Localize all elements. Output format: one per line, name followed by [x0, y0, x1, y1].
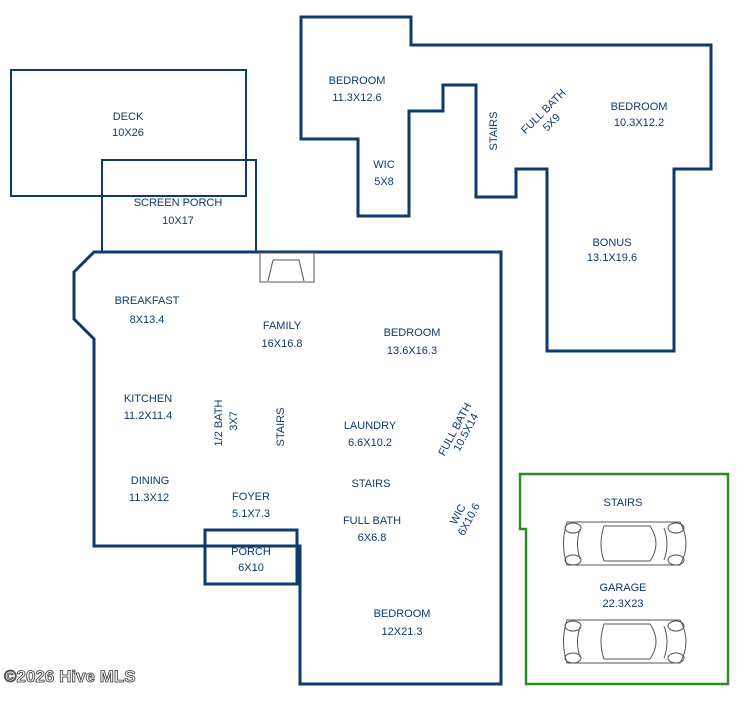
- half-bath-size: 3X7: [228, 411, 240, 431]
- laundry-name: LAUNDRY: [344, 420, 397, 432]
- porch-size: 6X10: [238, 562, 264, 574]
- deck-outline: [10, 69, 247, 197]
- deck-name: DECK: [113, 111, 144, 123]
- full-bath-center-size: 6X6.8: [358, 532, 387, 544]
- bedroom-upper-right-size: 10.3X12.2: [614, 117, 664, 129]
- fireplace: [259, 252, 315, 283]
- car-icon-bottom: [563, 619, 687, 664]
- bonus-size: 13.1X19.6: [587, 252, 637, 264]
- watermark: ©2026 Hive MLS: [4, 667, 136, 686]
- bedroom-main-name: BEDROOM: [384, 327, 441, 339]
- dining-name: DINING: [131, 475, 170, 487]
- bonus-name: BONUS: [592, 237, 631, 249]
- kitchen-size: 11.2X11.4: [124, 410, 173, 422]
- stairs-center-label: STAIRS: [352, 478, 391, 490]
- wic-upper-name: WIC: [373, 159, 394, 171]
- bedroom-upper-left-size: 11.3X12.6: [332, 92, 381, 104]
- screen-porch-name: SCREEN PORCH: [134, 197, 223, 209]
- porch-outline: [203, 528, 299, 586]
- garage-outline: [518, 472, 730, 686]
- bedroom-lower-name: BEDROOM: [374, 608, 431, 620]
- car-icon-top: [563, 521, 687, 566]
- bedroom-lower-size: 12X21.3: [382, 626, 423, 638]
- bedroom-upper-right-name: BEDROOM: [611, 101, 668, 113]
- foyer-name: FOYER: [232, 491, 270, 503]
- deck-size: 10X26: [112, 127, 144, 139]
- bedroom-main-size: 13.6X16.3: [387, 345, 437, 357]
- breakfast-size: 8X13.4: [130, 314, 165, 326]
- garage-name: GARAGE: [599, 582, 646, 594]
- family-size: 16X16.8: [262, 338, 303, 350]
- wic-upper-size: 5X8: [374, 176, 394, 188]
- half-bath-name: 1/2 BATH: [213, 400, 225, 447]
- stairs-main-label: STAIRS: [275, 408, 287, 447]
- bedroom-upper-left-name: BEDROOM: [329, 75, 386, 87]
- main-floor-outline: [72, 250, 503, 686]
- family-name: FAMILY: [263, 320, 302, 332]
- foyer-size: 5.1X7.3: [232, 508, 270, 520]
- garage-stairs-label: STAIRS: [604, 497, 643, 509]
- full-bath-center-name: FULL BATH: [343, 515, 401, 527]
- laundry-size: 6.6X10.2: [348, 437, 392, 449]
- kitchen-name: KITCHEN: [124, 393, 172, 405]
- stairs-upper-label: STAIRS: [488, 112, 500, 151]
- porch-name: PORCH: [231, 546, 271, 558]
- garage-size: 22.3X23: [603, 598, 644, 610]
- upper-floor-outline: [299, 15, 713, 353]
- dining-size: 11.3X12: [129, 492, 169, 504]
- breakfast-name: BREAKFAST: [115, 295, 180, 307]
- screen-porch-size: 10X17: [162, 215, 194, 227]
